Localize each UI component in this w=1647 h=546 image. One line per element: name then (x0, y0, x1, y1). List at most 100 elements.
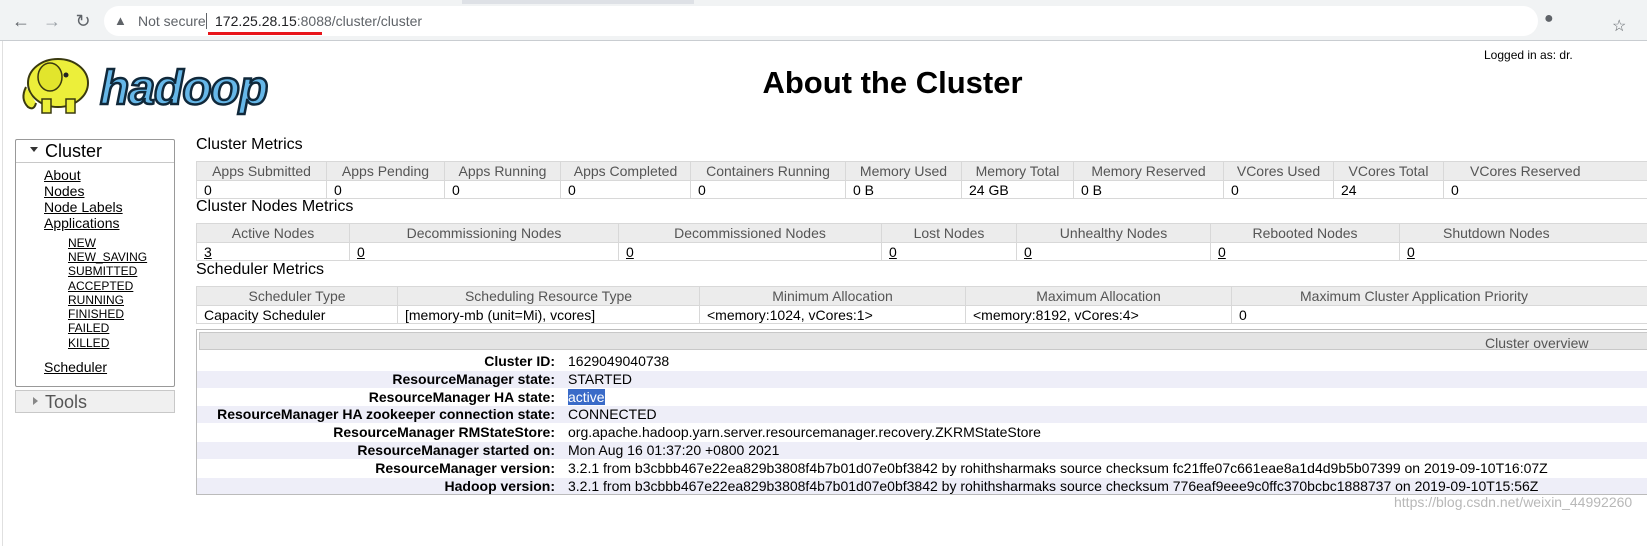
caret-down-icon[interactable] (30, 147, 38, 152)
overview-value: 3.2.1 from b3cbbb467e22ea829b3808f4b7b01… (568, 460, 1548, 476)
cluster-overview-panel: Cluster overview Cluster ID: 16290490407… (196, 329, 1647, 495)
overview-key: Cluster ID: (484, 353, 555, 369)
cell-maximum-allocation: <memory:8192, vCores:4> (965, 305, 1232, 324)
cell-apps-submitted: 0 (196, 180, 327, 199)
cell-decommissioned-nodes: 0 (618, 242, 882, 261)
security-status[interactable]: Not secure (138, 13, 206, 29)
app-state-finished[interactable]: FINISHED (68, 307, 125, 321)
link-decommissioned-nodes[interactable]: 0 (626, 243, 634, 260)
scheduler-metrics-table: Scheduler Type Scheduling Resource Type … (196, 286, 1647, 324)
col-lost-nodes: Lost Nodes (881, 223, 1017, 243)
caret-right-icon[interactable] (33, 397, 38, 405)
profile-icon[interactable]: ● (1544, 10, 1554, 27)
sidebar-tools-title[interactable]: Tools (45, 392, 88, 412)
node-metrics-table: Active Nodes Decommissioning Nodes Decom… (196, 223, 1647, 261)
app-state-new[interactable]: NEW (68, 236, 96, 250)
col-vcores-reserved: VCores Reserved (1443, 161, 1647, 181)
col-max-cluster-app-priority: Maximum Cluster Application Priority (1231, 286, 1647, 306)
col-scheduling-resource-type: Scheduling Resource Type (397, 286, 700, 306)
page-title: About the Cluster (762, 65, 1023, 100)
overview-row-ha-state: ResourceManager HA state: active (197, 389, 1647, 406)
cell-vcores-used: 0 (1223, 180, 1334, 199)
logo-wordmark: hadoop (100, 62, 267, 115)
overview-key: ResourceManager RMStateStore: (333, 424, 555, 440)
cell-active-nodes: 3 (196, 242, 350, 261)
cell-unhealthy-nodes: 0 (1016, 242, 1211, 261)
col-apps-completed: Apps Completed (560, 161, 691, 181)
cell-scheduler-type: Capacity Scheduler (196, 305, 398, 324)
app-state-failed[interactable]: FAILED (68, 321, 110, 335)
overview-row-hadoop-version: Hadoop version: 3.2.1 from b3cbbb467e22e… (197, 478, 1647, 494)
warning-icon[interactable]: ▲ (114, 13, 127, 28)
sidebar-link-scheduler[interactable]: Scheduler (44, 359, 108, 375)
overview-row-rm-version: ResourceManager version: 3.2.1 from b3cb… (197, 460, 1647, 477)
overview-row-zk-state: ResourceManager HA zookeeper connection … (197, 406, 1647, 423)
cluster-metrics-header-row: Apps Submitted Apps Pending Apps Running… (196, 161, 1647, 181)
link-lost-nodes[interactable]: 0 (889, 243, 897, 260)
url-underline-annotation (208, 32, 322, 35)
link-shutdown-nodes[interactable]: 0 (1407, 243, 1415, 260)
overview-row-rmstatestore: ResourceManager RMStateStore: org.apache… (197, 424, 1647, 441)
cell-apps-completed: 0 (560, 180, 691, 199)
app-state-killed[interactable]: KILLED (68, 336, 110, 350)
sidebar-link-nodes[interactable]: Nodes (44, 183, 85, 199)
table-row: Capacity Scheduler [memory-mb (unit=Mi),… (196, 305, 1647, 324)
forward-icon[interactable]: → (43, 10, 61, 31)
app-state-accepted[interactable]: ACCEPTED (68, 279, 134, 293)
col-active-nodes: Active Nodes (196, 223, 350, 243)
hadoop-logo[interactable]: hadoop (16, 47, 306, 119)
sidebar-link-node-labels[interactable]: Node Labels (44, 199, 123, 215)
col-scheduler-type: Scheduler Type (196, 286, 398, 306)
star-icon[interactable]: ☆ (1612, 18, 1627, 35)
overview-value: CONNECTED (568, 406, 657, 422)
cell-memory-reserved: 0 B (1073, 180, 1224, 199)
cell-vcores-total: 24 (1333, 180, 1444, 199)
node-metrics-header-row: Active Nodes Decommissioning Nodes Decom… (196, 223, 1647, 243)
cell-rebooted-nodes: 0 (1210, 242, 1400, 261)
col-unhealthy-nodes: Unhealthy Nodes (1016, 223, 1211, 243)
sidebar-tools[interactable]: Tools (15, 390, 175, 413)
sidebar-cluster: Cluster About Nodes Node Labels Applicat… (15, 139, 175, 387)
app-state-running[interactable]: RUNNING (68, 293, 124, 307)
overview-row-started-on: ResourceManager started on: Mon Aug 16 0… (197, 442, 1647, 459)
tab-other[interactable] (694, 0, 1647, 4)
table-row: 3 0 0 0 0 0 0 (196, 242, 1647, 261)
link-active-nodes[interactable]: 3 (204, 243, 212, 260)
url-text[interactable]: 172.25.28.15:8088/cluster/cluster (215, 13, 422, 29)
col-apps-running: Apps Running (444, 161, 561, 181)
overview-value-selected[interactable]: active (568, 389, 605, 405)
cluster-metrics-title: Cluster Metrics (196, 136, 303, 153)
back-icon[interactable]: ← (12, 10, 30, 31)
col-decommissioned-nodes: Decommissioned Nodes (618, 223, 882, 243)
overview-row-cluster-id: Cluster ID: 1629049040738 (197, 353, 1647, 370)
tab-active[interactable] (0, 0, 462, 4)
cell-memory-total: 24 GB (961, 180, 1074, 199)
app-state-new-saving[interactable]: NEW_SAVING (68, 250, 148, 264)
col-decommissioning-nodes: Decommissioning Nodes (349, 223, 619, 243)
overview-row-rm-state: ResourceManager state: STARTED (197, 371, 1647, 388)
address-bar[interactable]: ▲ Not secure 172.25.28.15:8088/cluster/c… (104, 6, 1626, 36)
col-containers-running: Containers Running (690, 161, 846, 181)
cell-lost-nodes: 0 (881, 242, 1017, 261)
cell-apps-pending: 0 (326, 180, 445, 199)
sidebar-cluster-title[interactable]: Cluster (45, 141, 103, 161)
overview-key: ResourceManager HA state: (368, 389, 555, 405)
link-rebooted-nodes[interactable]: 0 (1218, 243, 1226, 260)
app-state-submitted[interactable]: SUBMITTED (68, 264, 138, 278)
cell-scheduling-resource-type: [memory-mb (unit=Mi), vcores] (397, 305, 700, 324)
sidebar-cluster-header[interactable]: Cluster (16, 140, 174, 163)
overview-value: Mon Aug 16 01:37:20 +0800 2021 (568, 442, 780, 458)
link-unhealthy-nodes[interactable]: 0 (1024, 243, 1032, 260)
col-apps-submitted: Apps Submitted (196, 161, 327, 181)
col-memory-used: Memory Used (845, 161, 962, 181)
omnibox-divider (206, 13, 207, 29)
sidebar-link-applications[interactable]: Applications (44, 215, 120, 231)
tab-strip (0, 0, 1647, 4)
reload-icon[interactable]: ↻ (75, 10, 91, 31)
sidebar-link-about[interactable]: About (44, 167, 81, 183)
link-decommissioning-nodes[interactable]: 0 (357, 243, 365, 260)
col-vcores-total: VCores Total (1333, 161, 1444, 181)
scheduler-metrics-header-row: Scheduler Type Scheduling Resource Type … (196, 286, 1647, 306)
cell-minimum-allocation: <memory:1024, vCores:1> (699, 305, 966, 324)
col-shutdown-nodes: Shutdown Nodes (1399, 223, 1647, 243)
